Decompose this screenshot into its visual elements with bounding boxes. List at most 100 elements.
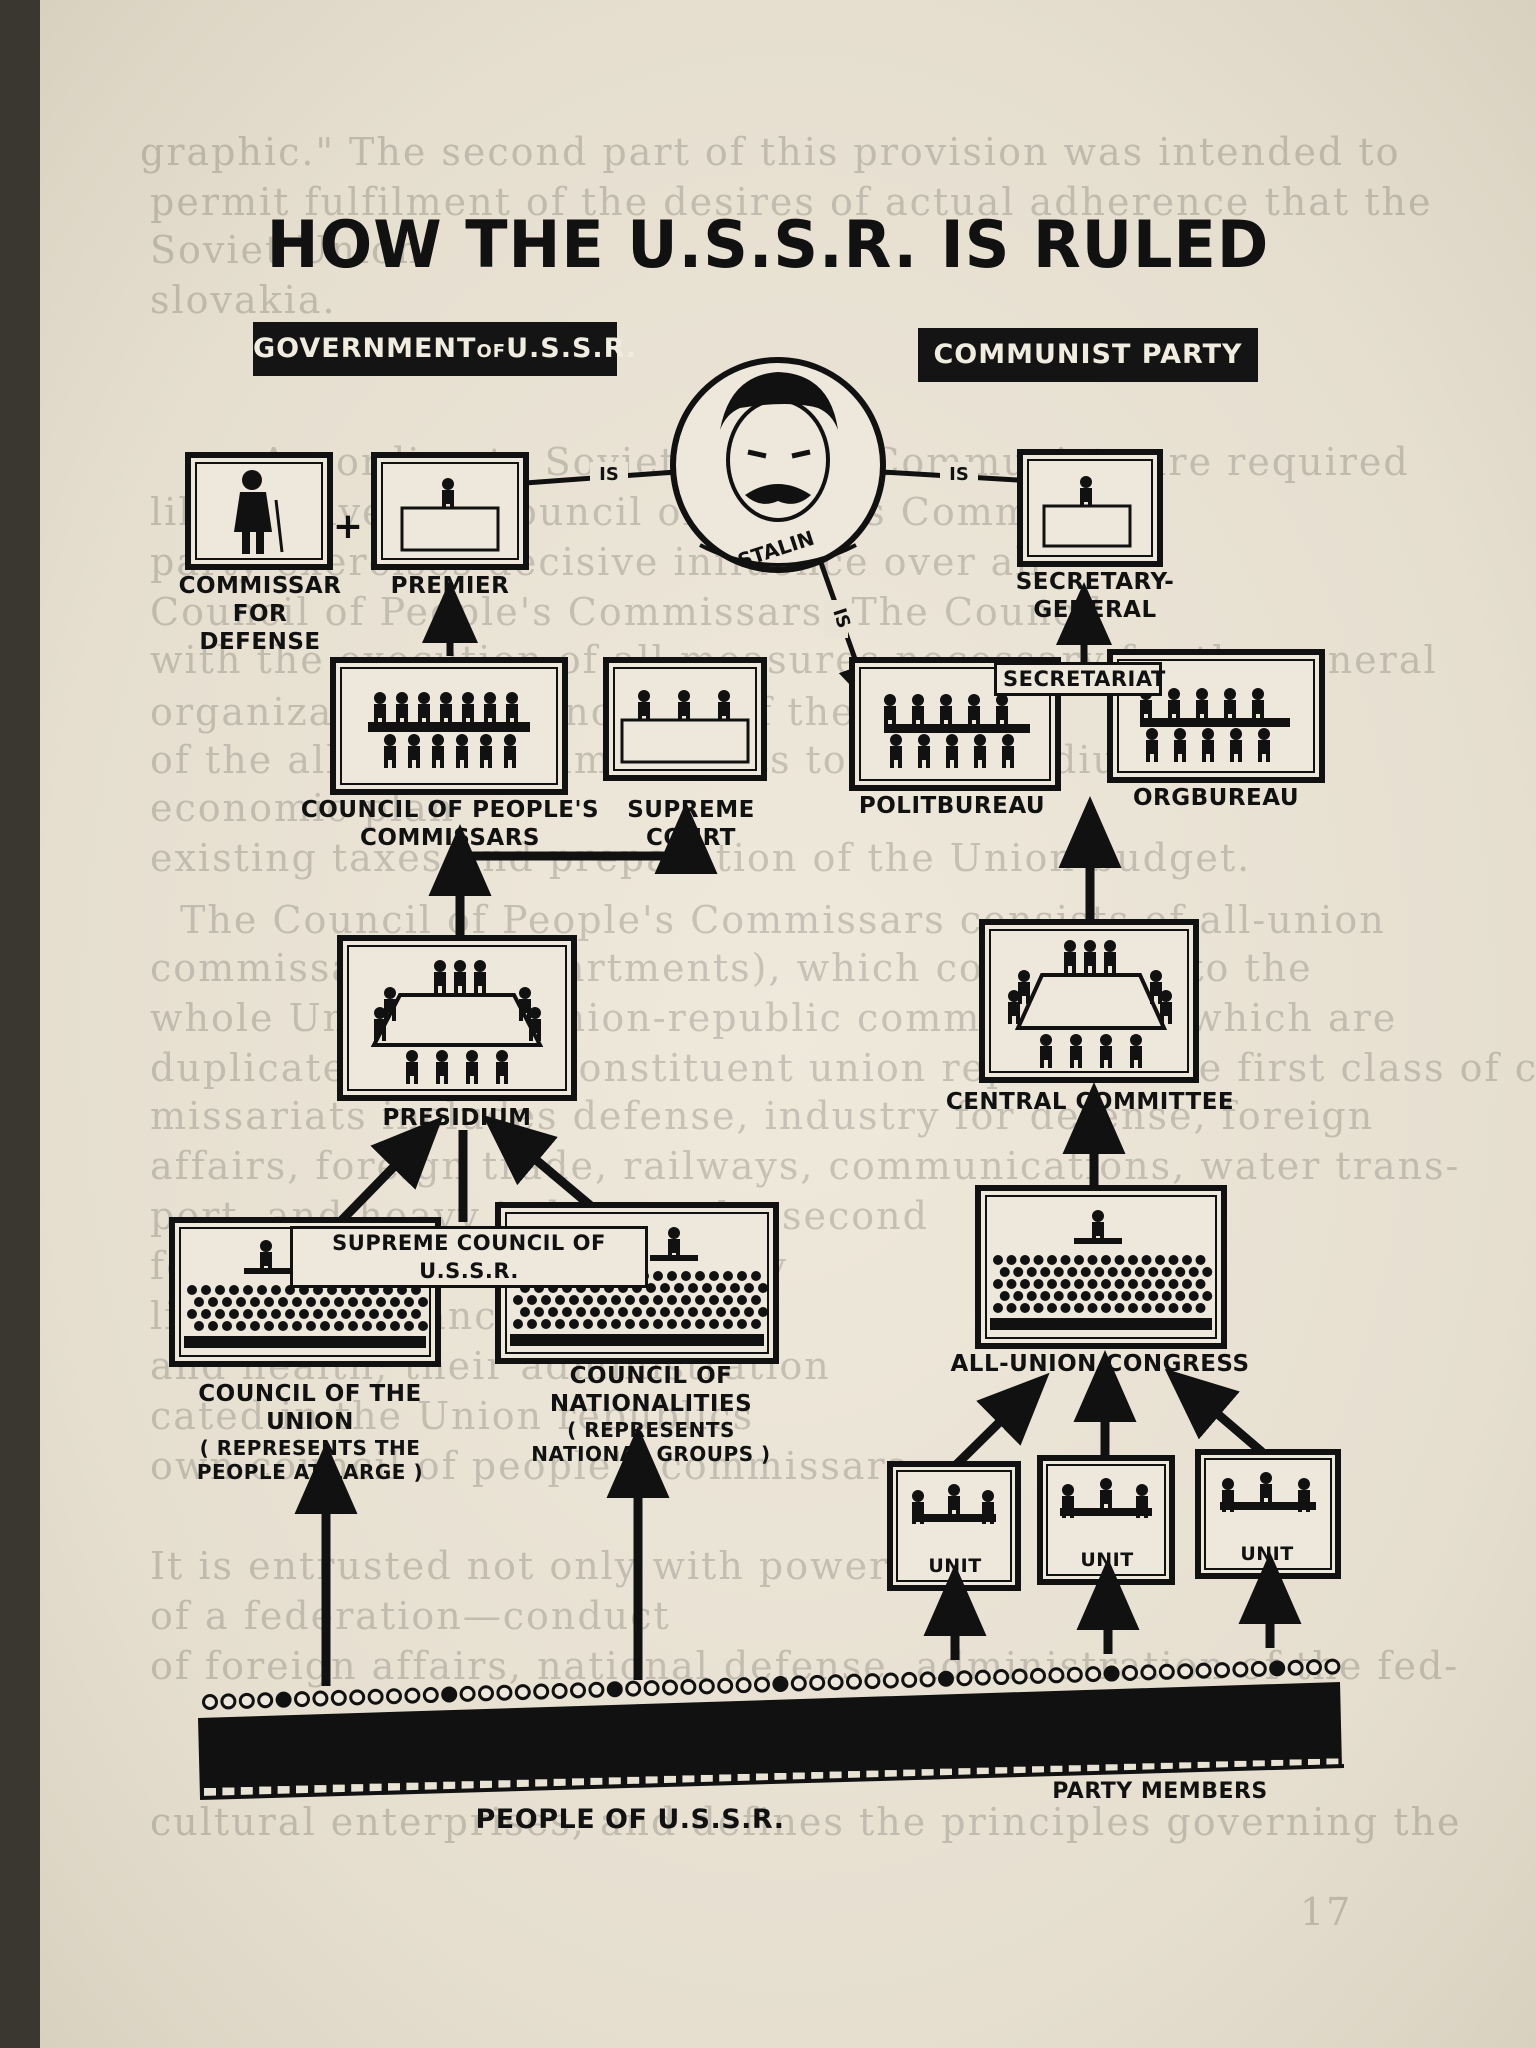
citizen-head	[1158, 1663, 1175, 1680]
assembly-member-dot	[383, 1309, 393, 1319]
crowd-leg-gap	[976, 1767, 989, 1778]
supreme-council-tag: SUPREME COUNCIL OF U.S.S.R.	[290, 1226, 648, 1288]
crowd-leg-gap	[829, 1771, 842, 1782]
assembly-member-dot	[1114, 1255, 1125, 1265]
assembly-member-dot	[1128, 1303, 1138, 1313]
citizen-head	[974, 1669, 991, 1686]
assembly-member-dot	[194, 1321, 204, 1331]
citizen-head	[919, 1671, 936, 1688]
crowd-leg-gap	[332, 1784, 345, 1795]
citizen-head	[294, 1691, 310, 1708]
government-header-of: OF	[476, 341, 507, 362]
crowd-leg-gap	[737, 1773, 750, 1784]
assembly-member-dot	[1087, 1255, 1098, 1265]
assembly-member-dot	[1182, 1303, 1192, 1313]
assembly-member-dot	[1047, 1303, 1057, 1313]
background-text-line: permit fulfilment of the desires of actu…	[150, 180, 1433, 224]
assembly-member-dot	[1107, 1267, 1118, 1277]
assembly-member-dot	[390, 1297, 400, 1307]
assembly-member-dot	[208, 1297, 218, 1307]
crowd-leg-gap	[719, 1774, 732, 1785]
citizen-head	[1011, 1668, 1028, 1685]
commissar-label: COMMISSAR FOR DEFENSE	[170, 572, 350, 656]
crowd-leg-gap	[1142, 1763, 1155, 1774]
assembly-member-dot	[1155, 1303, 1165, 1313]
assembly-member-dot	[243, 1309, 253, 1319]
assembly-member-dot	[534, 1307, 544, 1317]
assembly-member-dot	[716, 1307, 726, 1317]
citizen-head	[1324, 1658, 1341, 1675]
citizen-head	[1287, 1659, 1304, 1676]
crowd-leg-gap	[222, 1787, 235, 1798]
commissar-label-line1: COMMISSAR	[178, 573, 342, 599]
is-label-premier: IS	[599, 464, 619, 485]
assembly-member-dot	[737, 1319, 747, 1329]
citizen-head	[349, 1689, 366, 1706]
assembly-member-dot	[513, 1319, 523, 1329]
background-text-line: affairs, foreign trade, railways, commun…	[150, 1144, 1461, 1188]
assembly-member-dot	[993, 1279, 1003, 1289]
commissar-box	[185, 452, 333, 570]
crowd-leg-gap	[351, 1784, 364, 1795]
background-text-line: 17	[1300, 1890, 1353, 1934]
assembly-member-dot	[541, 1295, 551, 1305]
assembly-member-dot	[1067, 1267, 1078, 1277]
arrow-unit3-to-congress	[1164, 1368, 1265, 1456]
supreme-court-box	[603, 657, 767, 781]
assembly-member-dot	[667, 1295, 677, 1305]
citizen-head	[698, 1678, 715, 1695]
crowd-leg-gap	[424, 1782, 437, 1793]
crowd-leg-gap	[240, 1787, 253, 1798]
assembly-member-dot	[744, 1283, 754, 1293]
party-members-label: PARTY MEMBERS	[1052, 1779, 1268, 1804]
assembly-member-dot	[597, 1295, 607, 1305]
crowd-leg-gap	[1124, 1763, 1136, 1774]
central-committee-box	[979, 919, 1199, 1083]
assembly-member-dot	[730, 1283, 740, 1293]
assembly-member-dot	[1020, 1303, 1030, 1313]
assembly-member-dot	[604, 1307, 614, 1317]
assembly-member-dot	[555, 1319, 565, 1329]
assembly-member-dot	[334, 1321, 344, 1331]
crowd-leg-gap	[1234, 1760, 1247, 1771]
assembly-member-dot	[243, 1285, 253, 1295]
assembly-member-dot	[653, 1271, 663, 1281]
crowd-leg-gap	[277, 1786, 290, 1797]
assembly-member-dot	[1134, 1291, 1145, 1301]
crowd-leg-gap	[204, 1788, 216, 1798]
assembly-member-dot	[1121, 1291, 1132, 1301]
assembly-member-dot	[555, 1295, 565, 1305]
arrow-nationalities-to-presidium	[482, 1114, 601, 1216]
assembly-member-dot	[1047, 1279, 1057, 1289]
citizen-head	[1140, 1664, 1157, 1681]
assembly-member-dot	[562, 1307, 572, 1317]
citizen-head	[1177, 1663, 1194, 1680]
background-text-line: graphic." The second part of this provis…	[140, 130, 1401, 174]
background-text-line: Council of People's Commissars. The Coun…	[150, 590, 1105, 634]
citizen-head	[588, 1681, 605, 1698]
assembly-member-dot	[418, 1297, 428, 1307]
premier-box	[371, 452, 529, 570]
citizen-head	[1066, 1666, 1083, 1683]
assembly-member-dot	[278, 1321, 288, 1331]
assembly-member-dot	[1202, 1291, 1213, 1301]
party-member-head	[1269, 1660, 1286, 1677]
assembly-member-dot	[285, 1309, 295, 1319]
assembly-member-dot	[1020, 1255, 1030, 1265]
assembly-member-dot	[709, 1295, 719, 1305]
assembly-member-dot	[1155, 1255, 1165, 1265]
assembly-member-dot	[1040, 1267, 1051, 1277]
assembly-member-dot	[1148, 1291, 1159, 1301]
assembly-member-dot	[1026, 1291, 1037, 1301]
assembly-member-dot	[1006, 1279, 1017, 1289]
assembly-member-dot	[397, 1309, 407, 1319]
assembly-member-dot	[376, 1297, 386, 1307]
assembly-member-dot	[1182, 1255, 1192, 1265]
citizen-head	[1195, 1662, 1212, 1679]
citizen-head	[1030, 1667, 1046, 1684]
crowd-leg-gap	[1216, 1761, 1228, 1772]
citizen-head	[533, 1683, 550, 1700]
